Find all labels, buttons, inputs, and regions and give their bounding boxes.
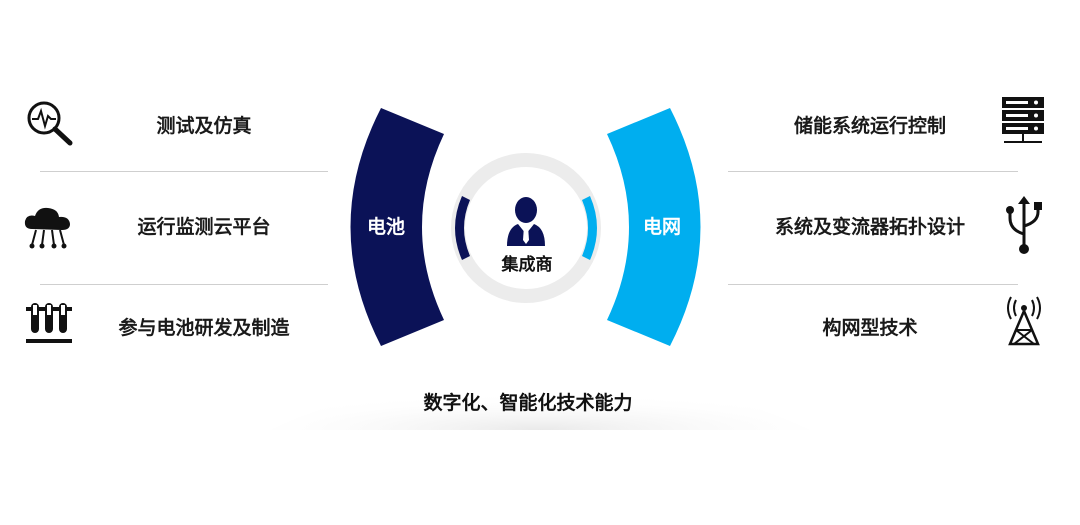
right-item-label: 构网型技术 bbox=[822, 317, 918, 339]
left-inner-bracket bbox=[455, 196, 470, 260]
left-item-label: 测试及仿真 bbox=[156, 115, 252, 137]
left-item-label: 运行监测云平台 bbox=[137, 216, 271, 238]
cloud-network-icon bbox=[24, 207, 70, 249]
right-inner-bracket bbox=[582, 196, 597, 260]
left-arc-shape bbox=[350, 108, 444, 346]
right-divider bbox=[728, 171, 1018, 172]
left-item-label: 参与电池研发及制造 bbox=[118, 317, 290, 339]
right-divider bbox=[728, 284, 1018, 285]
usb-icon bbox=[1006, 196, 1042, 254]
base-glow bbox=[270, 368, 810, 430]
center-label: 集成商 bbox=[501, 255, 553, 275]
right-item-label: 系统及变流器拓扑设计 bbox=[774, 216, 966, 238]
right-arc-label: 电网 bbox=[642, 216, 682, 238]
bottom-label: 数字化、智能化技术能力 bbox=[423, 392, 633, 414]
server-rack-icon bbox=[1002, 97, 1044, 143]
person-icon bbox=[507, 197, 545, 246]
magnifier-pulse-icon bbox=[27, 101, 73, 146]
right-arc-shape bbox=[607, 108, 701, 346]
right-item-label: 储能系统运行控制 bbox=[793, 115, 947, 137]
signal-tower-icon bbox=[1007, 296, 1041, 346]
left-divider bbox=[40, 171, 328, 172]
left-divider bbox=[40, 284, 328, 285]
test-tubes-icon bbox=[26, 303, 72, 343]
left-arc-label: 电池 bbox=[366, 216, 406, 238]
